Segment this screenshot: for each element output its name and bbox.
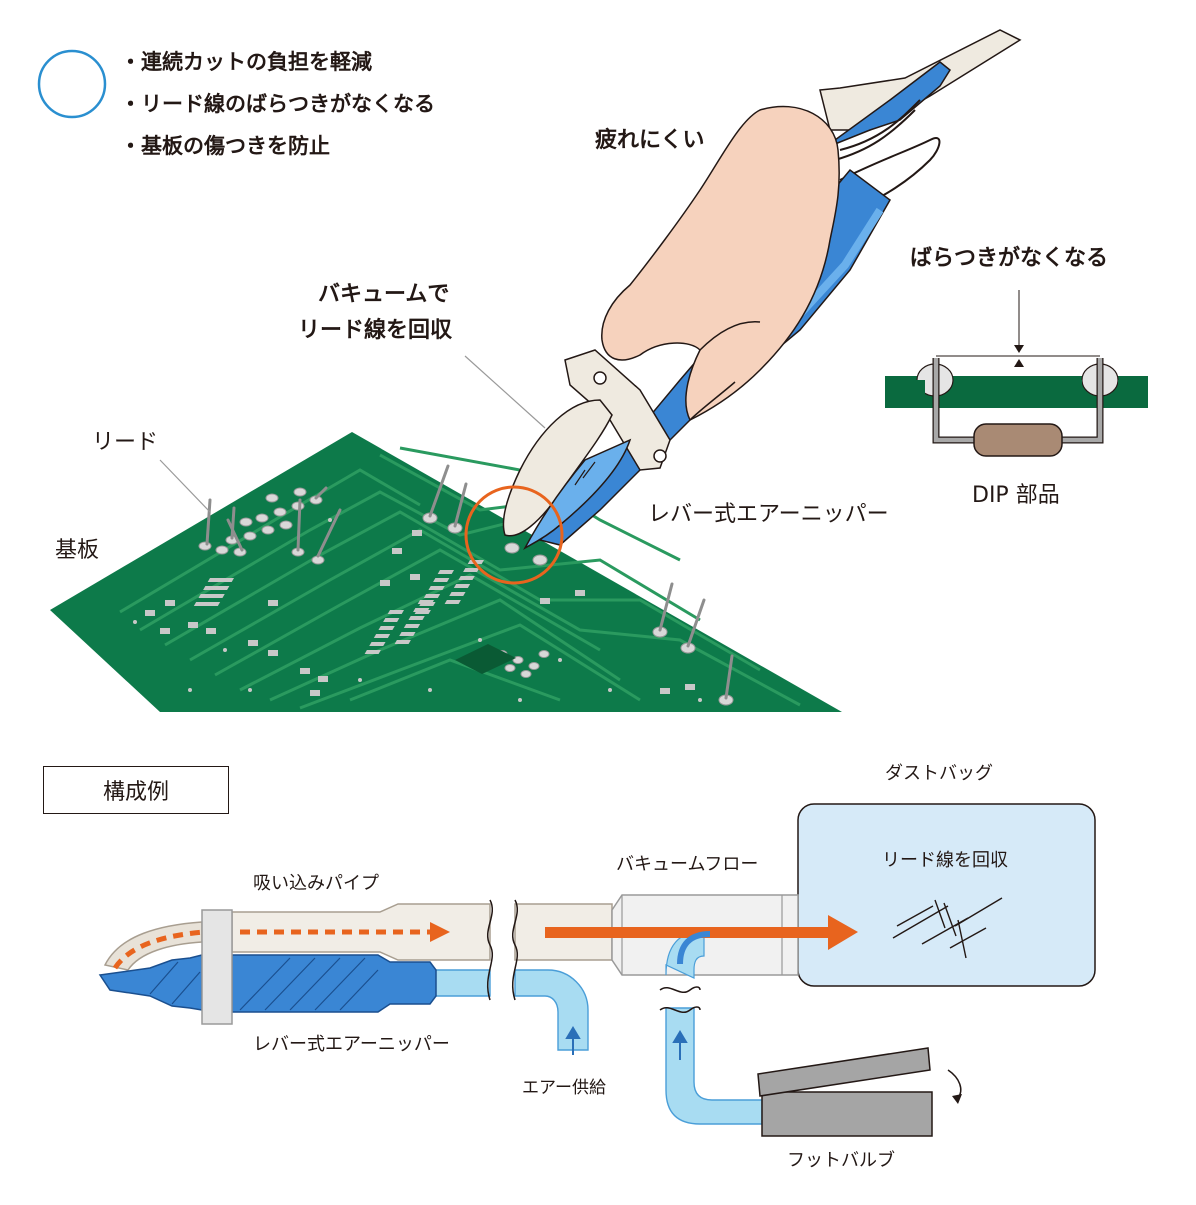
config-title: 構成例 [102, 780, 169, 805]
vacuum-flow-arrow [112, 915, 858, 970]
dust-bag [797, 803, 1096, 987]
air-injection-arrow [677, 931, 711, 965]
uniform-label: ばらつきがなくなる [910, 246, 1109, 271]
pcb-board [50, 432, 842, 712]
air-nipper-tool [502, 29, 1022, 551]
feature-item: ・基板の傷つきを防止 [120, 134, 330, 158]
air-up-arrow [565, 1026, 688, 1060]
air-supply-pipe [429, 969, 589, 1051]
vacuum-label-line1: バキュームで [318, 282, 450, 307]
dip-component-detail [885, 290, 1148, 457]
feature-item: ・リード線のばらつきがなくなる [120, 92, 435, 116]
check-circle-icon [37, 49, 107, 119]
vacuum-leader-line [464, 355, 546, 429]
config-nipper-label: レバー式エアーニッパー [253, 1034, 450, 1055]
vacuum-flow-label: バキュームフロー [616, 854, 759, 875]
config-title-box: 構成例 [43, 766, 229, 814]
dip-label: DIP 部品 [972, 483, 1060, 508]
board-label: 基板 [55, 538, 100, 563]
foot-valve [757, 1047, 962, 1137]
cut-highlight-ring [464, 485, 564, 585]
pipe-break-marks [486, 899, 701, 1013]
foot-valve-label: フットバルブ [787, 1150, 895, 1171]
lead-scraps-icon [892, 897, 1003, 959]
lead-label: リード [92, 430, 159, 455]
nipper-label: レバー式エアーニッパー [648, 502, 889, 527]
air-supply-label: エアー供給 [522, 1078, 606, 1098]
collect-label: リード線を回収 [882, 850, 1008, 871]
feature-item: ・連続カットの負担を軽減 [120, 50, 372, 74]
vacuum-label-line2: リード線を回収 [298, 318, 453, 343]
feature-list: ・連続カットの負担を軽減 ・リード線のばらつきがなくなる ・基板の傷つきを防止 [120, 46, 435, 172]
hand-label: 疲れにくい [595, 128, 705, 153]
config-air-nipper [98, 909, 437, 1025]
suction-pipe-label: 吸い込みパイプ [253, 873, 379, 894]
lead-leader-line [159, 459, 211, 513]
dust-bag-label: ダストバッグ [885, 763, 993, 784]
